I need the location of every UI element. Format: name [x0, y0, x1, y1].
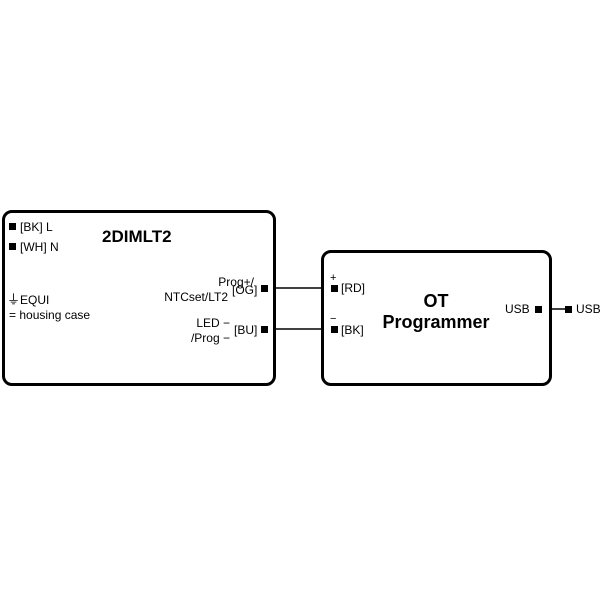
equi-label: EQUI: [20, 293, 50, 307]
bk-polarity: −: [330, 313, 337, 325]
bu-label-line2: /Prog −: [190, 331, 230, 345]
programmer-title-line1: OT: [423, 291, 449, 311]
rd-polarity: +: [330, 272, 337, 284]
programmer-title-line2: Programmer: [382, 312, 490, 332]
terminal-wh-n-label: [WH] N: [20, 240, 59, 254]
bk-code: [BK]: [341, 323, 364, 337]
og-label-line2: NTCset/LT2: [164, 290, 228, 304]
terminal-wh-n: [9, 243, 16, 250]
usb-external-label: USB: [576, 302, 600, 316]
bu-code: [BU]: [234, 323, 258, 337]
ground-icon: ⏚: [7, 292, 21, 307]
programmer-box: [321, 250, 552, 386]
terminal-og: [261, 285, 268, 292]
driver-box: [2, 210, 276, 386]
terminal-bk-l-label: [BK] L: [20, 220, 53, 234]
terminal-bu: [261, 326, 268, 333]
og-label-line1: Prog+/: [218, 275, 254, 289]
og-code: [OG]: [232, 283, 258, 297]
terminal-bk-l: [9, 223, 16, 230]
rd-code: [RD]: [341, 281, 365, 295]
usb-internal-label: USB: [505, 302, 530, 316]
usb-external-port: [565, 306, 572, 313]
equi-note: = housing case: [9, 308, 91, 322]
usb-internal-port: [535, 306, 542, 313]
terminal-rd: [331, 285, 338, 292]
bu-label-line1: LED −: [196, 316, 230, 330]
driver-title: 2DIMLT2: [102, 227, 172, 246]
terminal-bk: [331, 326, 338, 333]
